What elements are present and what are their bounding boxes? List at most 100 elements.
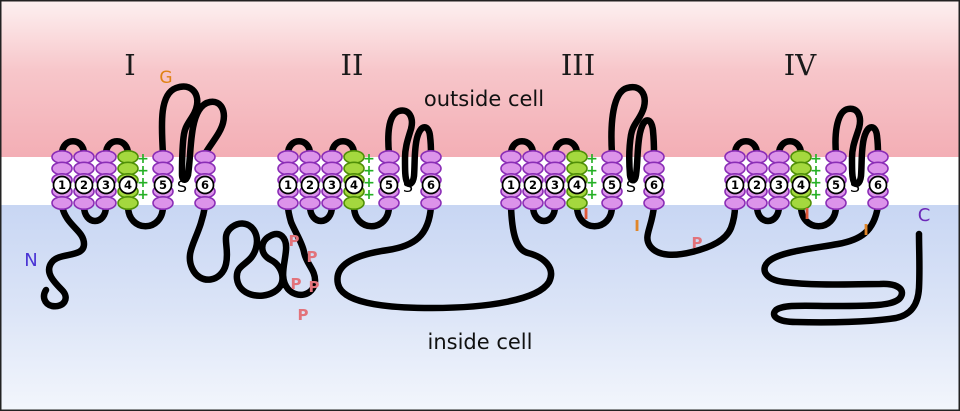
domain3-pore-loop	[608, 83, 658, 184]
inactivation-site-label: I	[634, 217, 640, 235]
domain4-s4-s5-loop	[797, 202, 840, 230]
domain4-pore-loop	[832, 105, 882, 188]
segment-number: 1	[284, 178, 292, 192]
segment-number: 2	[529, 178, 537, 192]
outside-cell-label: outside cell	[424, 87, 544, 111]
segment-number: 5	[385, 178, 393, 192]
plus-charge: +	[586, 187, 598, 203]
phosphorylation-site-label: P	[291, 275, 302, 293]
voltage-sensor-charges: + + + + + + + + + + + + + + + +	[137, 151, 822, 203]
segment-number: 5	[832, 178, 840, 192]
segment-number: 3	[775, 178, 783, 192]
segment-badge	[118, 175, 138, 195]
segment-number: 4	[573, 178, 581, 192]
domain2-numeral: II	[341, 48, 364, 82]
segment-badge	[826, 175, 846, 195]
domain4-s2-s3-loop	[753, 202, 783, 225]
segment-badge	[153, 175, 173, 195]
plus-charge: +	[137, 163, 149, 179]
plus-charge: +	[810, 175, 822, 191]
plus-charge: +	[137, 187, 149, 203]
plus-charge: +	[137, 151, 149, 167]
interdomain-linker-2-3	[334, 202, 555, 312]
segment-number: 4	[797, 178, 805, 192]
segment-number: 2	[80, 178, 88, 192]
segment-badge	[545, 175, 565, 195]
phosphorylation-site-label: P	[307, 248, 318, 266]
segment-number: 5	[159, 178, 167, 192]
segment-number: 2	[306, 178, 314, 192]
phosphorylation-site-label: P	[289, 232, 300, 250]
domain3-s2-s3-loop	[529, 202, 559, 225]
segment-badge	[501, 175, 521, 195]
segment-number-badges: 1 2 3 4 5 6 1 2 3 4 5 6 1 2 3 4 5 6 1 2 …	[52, 175, 888, 195]
segment-badge	[747, 175, 767, 195]
segment-badge	[344, 175, 364, 195]
pore-s-label: S	[177, 177, 187, 196]
plus-charge: +	[363, 175, 375, 191]
segment-badge	[96, 175, 116, 195]
plus-charge: +	[363, 163, 375, 179]
domain1-numeral: I	[124, 48, 135, 82]
pore-s-label: S	[626, 177, 636, 196]
domain1-pore-loop	[158, 83, 228, 183]
segment-number: 1	[58, 178, 66, 192]
c-terminus-backbone	[761, 202, 923, 326]
interdomain-linker-3-4	[644, 202, 739, 259]
segment-number: 6	[650, 178, 658, 192]
segment-badge	[195, 175, 215, 195]
domain-numerals: I II III IV	[124, 48, 817, 82]
plus-charge: +	[363, 187, 375, 203]
pore-s-label: S	[403, 177, 413, 196]
phosphorylation-site-label: P	[298, 306, 309, 324]
segment-number: 3	[551, 178, 559, 192]
n-terminus-label: N	[24, 250, 37, 271]
segment-badge	[300, 175, 320, 195]
domain3-numeral: III	[561, 48, 595, 82]
segment-badge	[421, 175, 441, 195]
segment-number: 5	[608, 178, 616, 192]
segment-badge	[52, 175, 72, 195]
segment-badge	[523, 175, 543, 195]
domain4-numeral: IV	[784, 48, 817, 82]
c-terminus-label: C	[918, 205, 931, 226]
segment-number: 1	[507, 178, 515, 192]
domain2-s4-s5-loop	[350, 202, 393, 230]
pore-labels: S S S S	[177, 177, 860, 196]
phosphorylation-site-label: P	[309, 278, 320, 296]
plus-charge: +	[810, 151, 822, 167]
segment-number: 4	[124, 178, 132, 192]
domain2-s2-s3-loop	[306, 202, 336, 225]
inside-cell-label: inside cell	[428, 330, 533, 354]
n-terminus-backbone	[40, 202, 88, 310]
segment-badge	[379, 175, 399, 195]
interdomain-linker-1-2	[186, 202, 319, 299]
plus-charge: +	[810, 163, 822, 179]
glycosylation-site-label: G	[159, 68, 172, 88]
inactivation-site-label: I	[804, 205, 810, 223]
plus-charge: +	[586, 175, 598, 191]
plus-charge: +	[586, 163, 598, 179]
segment-number: 6	[874, 178, 882, 192]
segment-badge	[278, 175, 298, 195]
segment-badge	[868, 175, 888, 195]
segment-number: 6	[201, 178, 209, 192]
segment-number: 2	[753, 178, 761, 192]
plus-charge: +	[363, 151, 375, 167]
phosphorylation-site-label: P	[692, 234, 703, 252]
domain2-pore-loop	[385, 107, 435, 188]
segment-badge	[725, 175, 745, 195]
domain1-s4-s5-loop	[124, 202, 167, 230]
inactivation-site-label: I	[863, 221, 869, 239]
segment-badge	[602, 175, 622, 195]
segment-number: 3	[328, 178, 336, 192]
segment-number: 4	[350, 178, 358, 192]
segment-badge	[644, 175, 664, 195]
segment-badge	[791, 175, 811, 195]
plus-charge: +	[137, 175, 149, 191]
inactivation-site-label: I	[583, 205, 589, 223]
plus-charge: +	[586, 151, 598, 167]
